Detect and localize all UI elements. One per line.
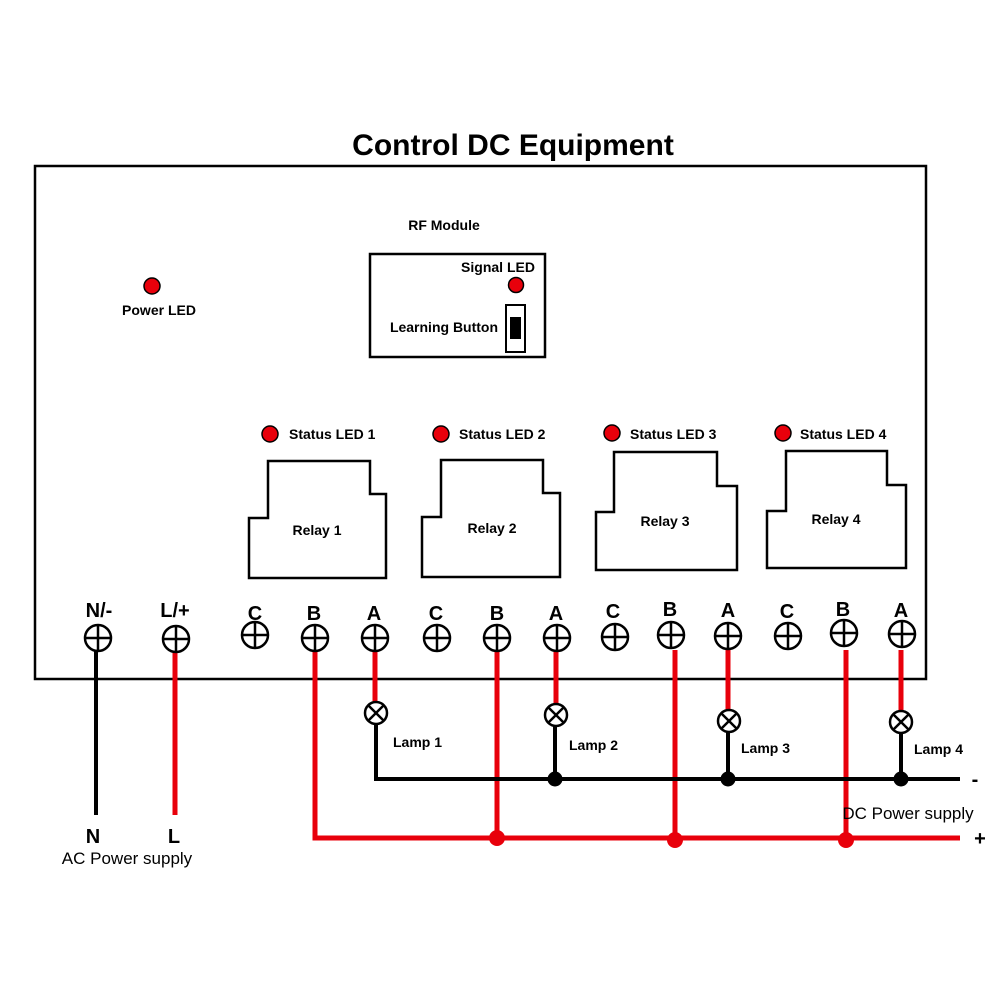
dc-positive-bus (312, 650, 960, 841)
status-led-2 (432, 425, 450, 443)
status-led-3 (603, 424, 621, 442)
ac-power-supply-label: AC Power supply (62, 849, 193, 868)
signal-led (507, 276, 525, 294)
dc-plus-label: + (974, 828, 986, 850)
lamp-4-icon (888, 709, 914, 735)
terminal-screw-a3 (713, 621, 743, 651)
terminal-label-c1: C (248, 603, 262, 625)
lamp-3-label: Lamp 3 (741, 740, 790, 756)
relay-2-label: Relay 2 (467, 520, 516, 536)
terminal-label-a4: A (894, 600, 908, 622)
junction-pos-2 (667, 832, 683, 848)
terminal-screw-l (161, 624, 191, 654)
power-led-label: Power LED (122, 302, 196, 318)
junction-neg-1 (547, 771, 563, 787)
lamp-1-label: Lamp 1 (393, 734, 442, 750)
junction-pos-1 (489, 830, 505, 846)
learning-button[interactable] (505, 304, 526, 353)
junction-pos-3 (838, 832, 854, 848)
terminal-label-c2: C (429, 603, 443, 625)
terminal-screw-b1 (300, 623, 330, 653)
terminal-screw-c3 (600, 622, 630, 652)
status-led-4 (774, 424, 792, 442)
relay-3 (594, 450, 739, 572)
lamp-2-label: Lamp 2 (569, 737, 618, 753)
junction-neg-3 (893, 771, 909, 787)
terminal-screw-a1 (360, 623, 390, 653)
terminal-screw-a2 (542, 623, 572, 653)
terminal-screw-b4 (829, 618, 859, 648)
junction-neg-2 (720, 771, 736, 787)
dc-power-supply-label: DC Power supply (842, 804, 974, 823)
relay-1-label: Relay 1 (292, 522, 341, 538)
terminal-screw-c1 (240, 620, 270, 650)
relay-4 (765, 449, 908, 570)
terminal-label-a2: A (549, 603, 563, 625)
learning-button-label: Learning Button (390, 319, 498, 335)
terminal-label-b2: B (490, 603, 504, 625)
signal-led-label: Signal LED (461, 259, 535, 275)
relay-2 (420, 458, 562, 579)
controller-box (33, 164, 928, 681)
ac-n-label: N (86, 826, 100, 848)
terminal-screw-c4 (773, 621, 803, 651)
terminal-screw-b3 (656, 620, 686, 650)
terminal-l-label: L/+ (160, 600, 189, 622)
terminal-label-b4: B (836, 599, 850, 621)
terminal-screw-n (83, 623, 113, 653)
dc-negative-bus (374, 724, 960, 781)
terminal-label-a1: A (367, 603, 381, 625)
dc-minus-label: - (972, 769, 979, 791)
relay-3-label: Relay 3 (640, 513, 689, 529)
lamp-1-icon (363, 700, 389, 726)
lamp-4-label: Lamp 4 (914, 741, 963, 757)
status-led-3-label: Status LED 3 (630, 426, 717, 442)
status-led-1-label: Status LED 1 (289, 426, 376, 442)
terminal-label-c4: C (780, 601, 794, 623)
relay-1 (247, 459, 388, 580)
terminal-screw-c2 (422, 623, 452, 653)
terminal-label-b1: B (307, 603, 321, 625)
terminal-label-c3: C (606, 601, 620, 623)
terminal-screw-a4 (887, 619, 917, 649)
terminal-screws (83, 618, 917, 654)
terminal-screw-b2 (482, 623, 512, 653)
power-led (143, 277, 161, 295)
ac-l-label: L (168, 826, 180, 848)
rf-module-label: RF Module (408, 217, 480, 233)
terminal-n-label: N/- (86, 600, 113, 622)
diagram-title: Control DC Equipment (352, 129, 674, 162)
status-led-4-label: Status LED 4 (800, 426, 887, 442)
status-led-1 (261, 425, 279, 443)
terminal-label-b3: B (663, 599, 677, 621)
terminal-label-a3: A (721, 600, 735, 622)
lamp-3-icon (716, 708, 742, 734)
lamp-2-icon (543, 702, 569, 728)
relay-4-label: Relay 4 (811, 511, 860, 527)
status-led-2-label: Status LED 2 (459, 426, 546, 442)
